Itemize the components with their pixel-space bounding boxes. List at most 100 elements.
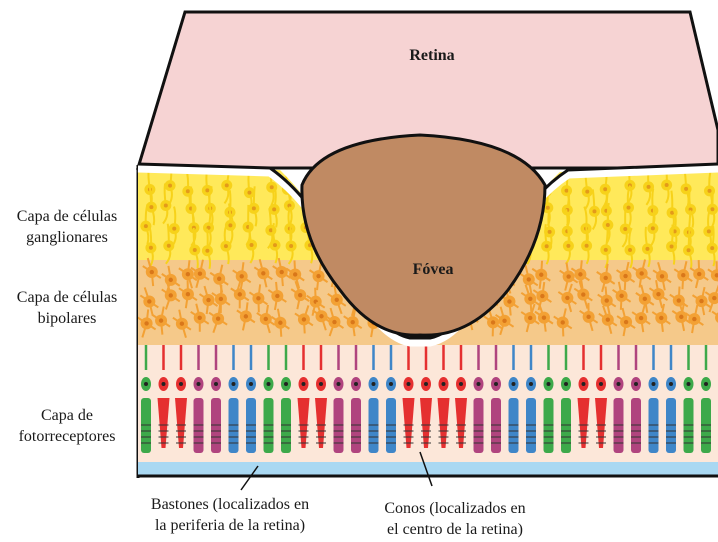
ganglion-nucleus [708,189,712,193]
ganglion-nucleus [193,248,197,252]
cones-label-line2: el centro de la retina) [345,519,565,540]
ganglion-nucleus [670,245,674,249]
ganglion-nucleus [604,248,608,252]
photoreceptor-nucleus [144,382,148,386]
ganglion-nucleus [623,227,627,231]
ganglion-nucleus [270,185,274,189]
ganglion-nucleus [247,191,251,195]
bipolar-nucleus [316,274,320,278]
photoreceptor-nucleus [319,382,323,386]
bipolar-nucleus [643,297,647,301]
bipolar-nucleus [206,298,210,302]
bipolar-nucleus [502,319,506,323]
photoreceptor-nucleus [197,382,201,386]
photoreceptor-nucleus [302,382,306,386]
retina-label: Retina [409,47,454,64]
photoreceptor-nucleus [634,382,638,386]
ganglion-nucleus [665,183,669,187]
ganglion-nucleus [548,230,552,234]
bipolar-nucleus [216,317,220,321]
ganglion-nucleus [585,190,589,194]
bipolar-nucleus [539,273,543,277]
photoreceptor-nucleus [704,382,708,386]
bipolar-nucleus [217,277,221,281]
bipolar-nucleus [302,317,306,321]
photoreceptor-nucleus [337,382,341,386]
photoreceptor-label-line2: fotorreceptores [2,426,132,447]
ganglion-nucleus [164,204,168,208]
photoreceptor-nucleus [617,382,621,386]
photoreceptor-nucleus [372,382,376,386]
ganglion-nucleus [592,209,596,213]
bipolar-nucleus [565,296,569,300]
ganglion-nucleus [707,229,711,233]
rods-label-line1: Bastones (localizados en [110,494,350,515]
bipolar-nucleus [604,276,608,280]
bipolar-nucleus [527,277,531,281]
ganglion-nucleus [627,206,631,210]
bipolar-nucleus [275,294,279,298]
photoreceptor-nucleus [582,382,586,386]
ganglion-nucleus [684,187,688,191]
photoreceptor-nucleus [179,382,183,386]
cones-label-line1: Conos (localizados en [345,498,565,519]
photoreceptor-nucleus [529,382,533,386]
photoreceptor-nucleus [459,382,463,386]
bipolar-nucleus [244,314,248,318]
bipolar-nucleus [256,296,260,300]
bipolar-nucleus [619,294,623,298]
bipolar-nucleus [264,317,268,321]
bipolar-layer-label: Capa de células bipolares [2,287,132,329]
rods-label: Bastones (localizados en la periferia de… [110,494,350,536]
ganglion-nucleus [606,223,610,227]
photoreceptor-nucleus [669,382,673,386]
bipolar-nucleus [198,316,202,320]
bipolar-nucleus [238,292,242,296]
bipolar-nucleus [660,274,664,278]
photoreceptor-nucleus [267,382,271,386]
ganglion-nucleus [710,246,714,250]
ganglion-nucleus [565,189,569,193]
bipolar-nucleus [659,316,663,320]
bipolar-nucleus [528,316,532,320]
bipolar-nucleus [150,270,154,274]
ganglion-nucleus [645,247,649,251]
bipolar-nucleus [581,292,585,296]
bipolar-nucleus [623,274,627,278]
photoreceptor-nucleus [232,382,236,386]
ganglion-nucleus [566,244,570,248]
photoreceptor-nucleus [162,382,166,386]
ganglion-nucleus [172,227,176,231]
ganglion-nucleus [149,246,153,250]
bipolar-nucleus [198,271,202,275]
bipolar-nucleus [159,318,163,322]
photoreceptor-nucleus [407,382,411,386]
ganglion-label-line1: Capa de células [2,206,132,227]
bipolar-nucleus [180,322,184,326]
bipolar-nucleus [681,273,685,277]
ganglion-nucleus [167,244,171,248]
bipolar-nucleus [278,321,282,325]
bipolar-nucleus [293,272,297,276]
photoreceptor-nucleus [477,382,481,386]
bipolar-nucleus [606,317,610,321]
ganglion-nucleus [628,248,632,252]
photoreceptor-nucleus [389,382,393,386]
ganglion-nucleus [687,248,691,252]
ganglion-nucleus [545,244,549,248]
fovea-label: Fóvea [413,261,454,278]
ganglion-nucleus [228,223,232,227]
photoreceptor-nucleus [512,382,516,386]
ganglion-nucleus [651,226,655,230]
ganglion-nucleus [205,188,209,192]
ganglion-nucleus [225,183,229,187]
ganglion-layer-label: Capa de células ganglionares [2,206,132,248]
bipolar-nucleus [561,320,565,324]
ganglion-nucleus [205,249,209,253]
photoreceptor-nucleus [354,382,358,386]
ganglion-nucleus [149,205,153,209]
ganglion-nucleus [273,243,277,247]
bipolar-nucleus [677,298,681,302]
bipolar-nucleus [586,315,590,319]
